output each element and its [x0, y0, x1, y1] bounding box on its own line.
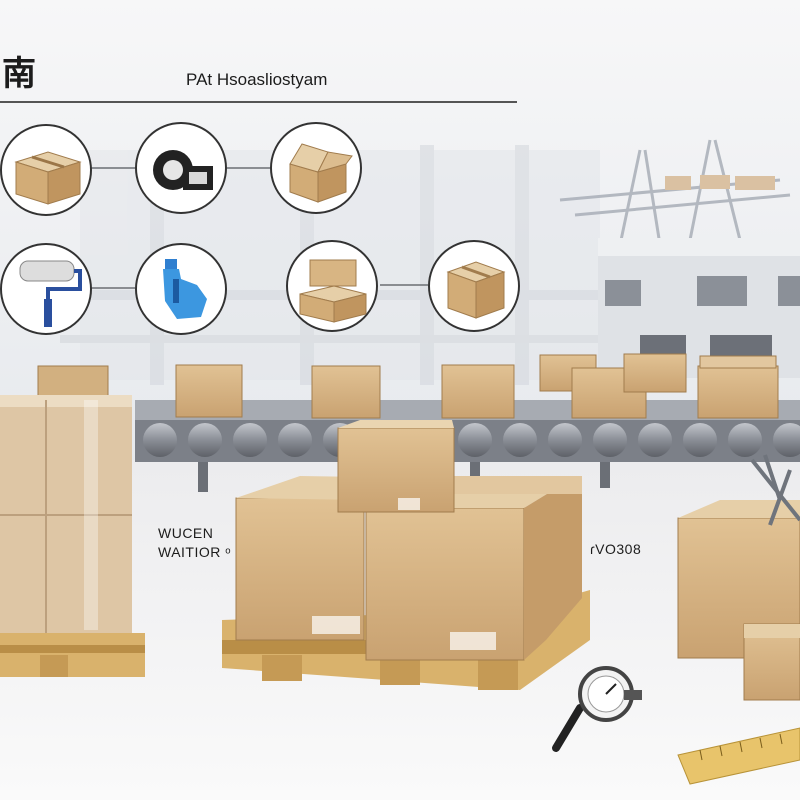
pallet-label: WUCEN WAITIOR ᵒ [158, 524, 231, 562]
measured-box-right [677, 500, 800, 701]
stacked-boxes-icon [286, 240, 378, 332]
box-code-label: ɾVO308 [590, 541, 642, 557]
packing-tape-icon [135, 122, 227, 214]
paint-roller-icon [0, 243, 92, 335]
magnifier-gauge-icon [552, 666, 642, 752]
pallet-label-line-1: WUCEN [158, 525, 214, 541]
page-title: 南 [2, 54, 36, 94]
open-box-icon [270, 122, 362, 214]
spray-bottle-icon [135, 243, 227, 335]
taped-box-icon [428, 240, 520, 332]
loading-dock [598, 238, 800, 378]
conveyor-boxes [37, 353, 779, 419]
wrapped-pallet-left [0, 395, 145, 677]
caliper-icon [750, 454, 800, 526]
cardboard-box-icon [0, 124, 92, 216]
ruler-icon [677, 727, 800, 785]
icon-connectors [90, 167, 428, 289]
header-divider [0, 101, 517, 103]
center-pallet [222, 420, 590, 690]
gantry-cranes [559, 139, 791, 246]
page-subtitle: PAt Hsoasliostyam [186, 70, 328, 89]
pallet-label-line-2: WAITIOR ᵒ [158, 544, 232, 560]
